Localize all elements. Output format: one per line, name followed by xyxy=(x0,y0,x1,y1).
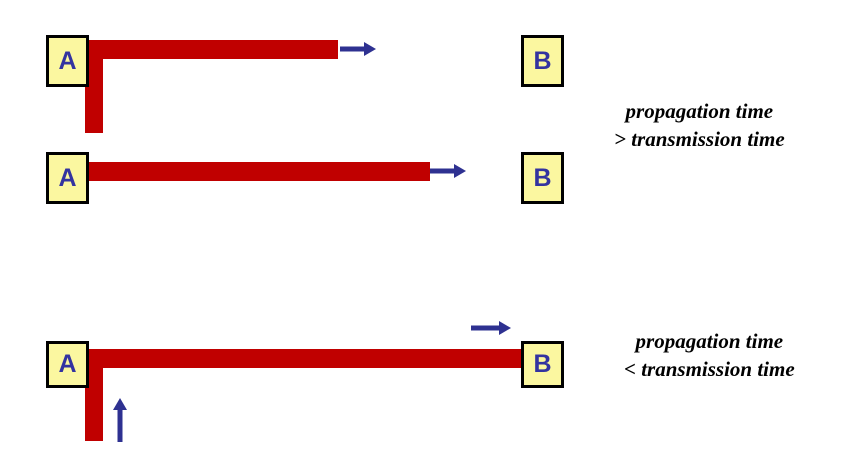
host-label-a-row2: A xyxy=(58,163,77,192)
caption-scenario-1: propagation time > transmission time xyxy=(614,98,785,153)
host-label-b-row2: B xyxy=(533,163,552,192)
host-label-b-row3: B xyxy=(533,350,552,378)
host-label-b-row1: B xyxy=(533,46,552,75)
arrow-up-icon-row3 xyxy=(112,398,128,442)
caption-scenario-2: propagation time < transmission time xyxy=(624,328,795,383)
packet-bar-row1-horizontal xyxy=(85,40,338,59)
packet-bar-row2-horizontal xyxy=(85,162,430,181)
arrow-right-icon-row3 xyxy=(471,320,511,336)
host-box-a-row2: A xyxy=(46,152,89,204)
packet-bar-row3-vertical xyxy=(85,349,103,441)
caption-scenario-2-line2: < transmission time xyxy=(624,356,795,381)
caption-scenario-1-line2: > transmission time xyxy=(614,126,785,151)
caption-scenario-1-line1: propagation time xyxy=(625,99,774,123)
packet-bar-row3-horizontal xyxy=(85,349,523,368)
arrow-right-icon-row1 xyxy=(340,41,376,57)
packet-bar-row1-vertical xyxy=(85,40,103,133)
host-box-b-row2: B xyxy=(521,152,564,204)
caption-scenario-2-line1: propagation time xyxy=(635,329,784,353)
host-label-a-row1: A xyxy=(58,46,77,75)
host-box-b-row3: B xyxy=(521,341,564,388)
host-box-a-row1: A xyxy=(46,35,89,87)
host-label-a-row3: A xyxy=(58,350,77,378)
host-box-a-row3: A xyxy=(46,341,89,388)
host-box-b-row1: B xyxy=(521,35,564,87)
arrow-right-icon-row2 xyxy=(430,163,466,179)
